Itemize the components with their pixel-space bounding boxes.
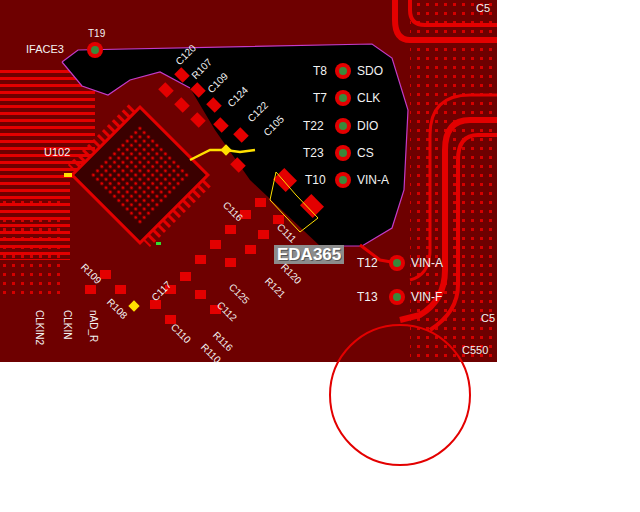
silkscreen-label: R108 — [105, 297, 129, 321]
silkscreen-label: C116 — [221, 200, 244, 223]
silkscreen-label: C125 — [227, 282, 251, 306]
highlight-pad — [128, 300, 139, 311]
silkscreen-label: C5 — [476, 3, 490, 14]
highlight-pad — [156, 242, 161, 245]
silkscreen-label: R120 — [279, 262, 303, 286]
silkscreen-label: C120 — [174, 43, 198, 67]
silkscreen-label: T22 — [303, 120, 324, 132]
silkscreen-label: T10 — [305, 174, 326, 186]
board-ground — [0, 0, 497, 362]
silkscreen-label: U102 — [44, 147, 70, 158]
silkscreen-label: CLKIN2 — [34, 310, 44, 345]
silkscreen-label: IFACE3 — [26, 44, 64, 55]
silkscreen-label: C124 — [226, 85, 250, 109]
silkscreen-label: SDO — [357, 65, 383, 77]
silkscreen-label: T12 — [357, 257, 378, 269]
region-outline — [62, 44, 408, 246]
silkscreen-label: C550 — [462, 345, 488, 356]
highlight-pad — [64, 173, 72, 177]
capacitor-outline — [330, 325, 470, 465]
test-points — [87, 42, 405, 305]
silkscreen-label: C122 — [246, 100, 270, 124]
silkscreen-label: C5 — [481, 313, 495, 324]
silkscreen-label: T13 — [357, 291, 378, 303]
silkscreen-label: C112 — [215, 300, 238, 323]
power-trace — [395, 0, 497, 40]
silkscreen-label: R107 — [190, 57, 214, 81]
silkscreen-label: CLKIN — [62, 310, 72, 339]
silkscreen-label: R121 — [263, 276, 287, 300]
silkscreen-label: C110 — [169, 322, 192, 345]
power-trace — [400, 120, 497, 320]
silkscreen-label: CLK — [357, 92, 380, 104]
silkscreen-label: C111 — [275, 222, 298, 245]
silkscreen-label: T8 — [313, 65, 327, 77]
silkscreen-label: T23 — [303, 147, 324, 159]
via-field — [410, 0, 497, 362]
silkscreen-label: C109 — [206, 71, 230, 95]
silkscreen-label: T7 — [313, 92, 327, 104]
keepout-region — [62, 44, 408, 246]
silkscreen-label: nAD_R — [88, 310, 98, 342]
silkscreen-label: DIO — [357, 120, 378, 132]
ic-package — [65, 100, 215, 250]
silkscreen-label: VIN-F — [411, 291, 442, 303]
power-trace — [410, 95, 497, 280]
highlight-pad — [220, 144, 231, 155]
silkscreen-label: R109 — [79, 262, 103, 286]
silkscreen-label: VIN-A — [357, 174, 389, 186]
trace-bundle — [0, 180, 70, 260]
silkscreen-label: C105 — [262, 114, 286, 138]
watermark: EDA365 — [274, 245, 344, 264]
silkscreen-label: CS — [357, 147, 374, 159]
silkscreen-label: T19 — [88, 29, 105, 39]
silkscreen-label: VIN-A — [411, 257, 443, 269]
power-trace — [410, 0, 497, 25]
smd-pads — [85, 67, 324, 324]
silkscreen-label: C117 — [150, 280, 173, 303]
